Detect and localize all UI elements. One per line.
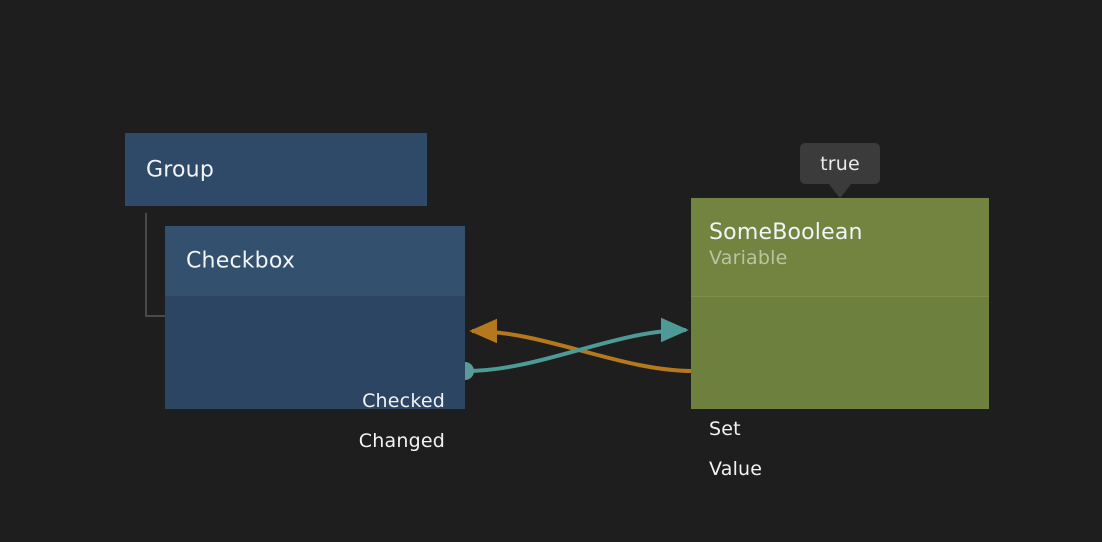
port-set-label: Set (709, 418, 741, 440)
group-bracket (145, 213, 167, 317)
node-variable-header[interactable]: SomeBoolean Variable (691, 198, 989, 296)
node-variable[interactable]: SomeBoolean Variable Set Value (691, 198, 989, 480)
value-tooltip-text: true (820, 152, 860, 175)
value-tooltip: true (800, 143, 880, 184)
node-variable-title: SomeBoolean (709, 220, 863, 245)
node-variable-body: Set Value (691, 296, 989, 480)
port-value-label: Value (709, 458, 763, 480)
port-checked-label: Checked (362, 390, 445, 412)
node-checkbox-title: Checkbox (186, 248, 296, 274)
group-header[interactable]: Group (125, 133, 427, 206)
group-title: Group (146, 157, 214, 182)
node-checkbox-body: Checked Changed (165, 296, 465, 452)
port-changed[interactable]: Changed (359, 430, 445, 452)
connection-changed-to-set (456, 317, 689, 380)
node-checkbox-header[interactable]: Checkbox (165, 226, 465, 296)
port-checked[interactable]: Checked (362, 390, 445, 412)
port-changed-label: Changed (358, 430, 445, 452)
node-variable-subtitle: Variable (709, 247, 788, 269)
node-checkbox[interactable]: Checkbox Checked Changed (165, 226, 465, 452)
connection-value-to-checked (469, 318, 719, 384)
value-tooltip-pointer (828, 183, 852, 198)
port-set[interactable]: Set (709, 418, 741, 440)
port-value[interactable]: Value (709, 458, 762, 480)
